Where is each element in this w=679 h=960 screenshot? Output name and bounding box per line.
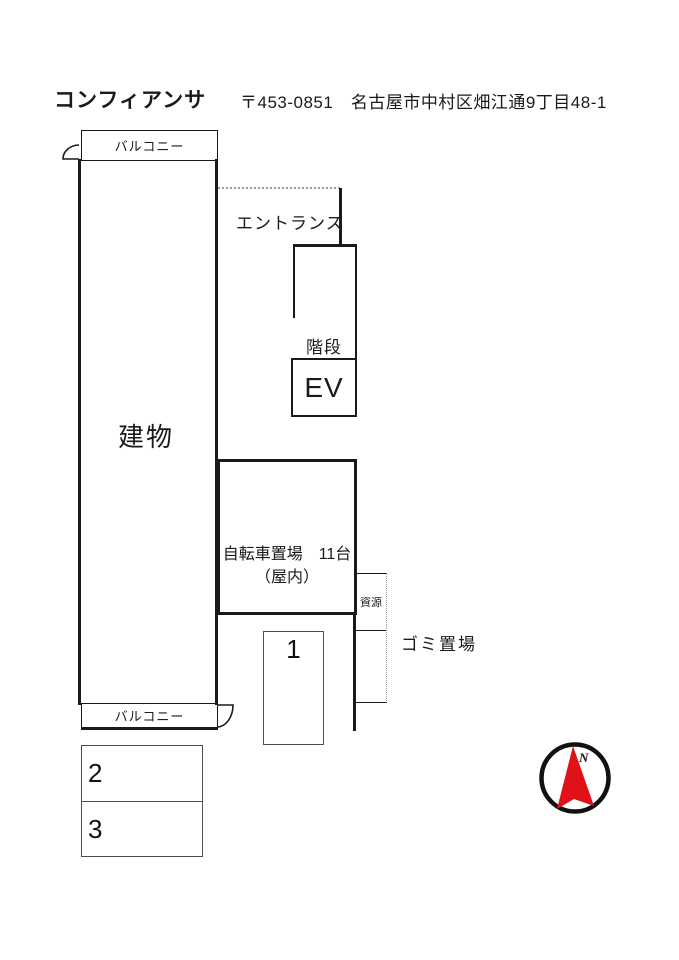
elevator-box: EV xyxy=(291,358,357,417)
balcony-bottom-label: バルコニー xyxy=(114,709,185,724)
entrance-boundary-dotted-line xyxy=(218,187,340,189)
compass-north-icon: N xyxy=(539,742,611,814)
garbage-side-wall xyxy=(353,612,356,731)
parking-space-3: 3 xyxy=(82,801,202,856)
building-label: 建物 xyxy=(117,422,174,452)
building-right-wall xyxy=(215,159,218,705)
entrance-label: エントランス xyxy=(236,214,344,233)
parking-space-2-label: 2 xyxy=(88,758,103,788)
garbage-box xyxy=(356,629,387,703)
parking-space-1: 1 xyxy=(263,631,324,745)
recycle-box: 資源 xyxy=(356,573,387,631)
parking-space-3-label: 3 xyxy=(88,814,103,844)
stairs-right-wall xyxy=(354,244,357,362)
building-left-wall xyxy=(78,159,81,705)
stairs-top-wall xyxy=(293,244,357,247)
garbage-area-label: ゴミ置場 xyxy=(401,635,477,654)
door-arc-bottom-right-icon xyxy=(216,704,234,728)
page-title: コンフィアンサ xyxy=(54,89,207,112)
bicycle-parking-label-line2: （屋内） xyxy=(254,569,319,586)
stairs-label: 階段 xyxy=(306,338,342,357)
door-arc-top-left-icon xyxy=(62,144,80,160)
recycle-label: 資源 xyxy=(360,597,382,609)
compass-north-label: N xyxy=(578,750,589,765)
page-address: 〒453-0851 名古屋市中村区畑江通9丁目48-1 xyxy=(240,93,607,112)
entrance-wall xyxy=(339,188,342,246)
balcony-top-box: バルコニー xyxy=(81,130,218,161)
stairs-left-wall xyxy=(293,244,295,318)
elevator-label: EV xyxy=(304,371,344,403)
parking-space-2: 2 xyxy=(82,746,202,801)
balcony-top-label: バルコニー xyxy=(114,139,185,154)
parking-space-1-label: 1 xyxy=(286,634,301,664)
bicycle-parking-label-line1: 自転車置場 11台 xyxy=(222,546,352,563)
parking-spaces-2-3: 2 3 xyxy=(81,745,203,857)
balcony-bottom-box: バルコニー xyxy=(81,703,218,730)
bicycle-parking-box: 自転車置場 11台 （屋内） xyxy=(217,459,357,615)
